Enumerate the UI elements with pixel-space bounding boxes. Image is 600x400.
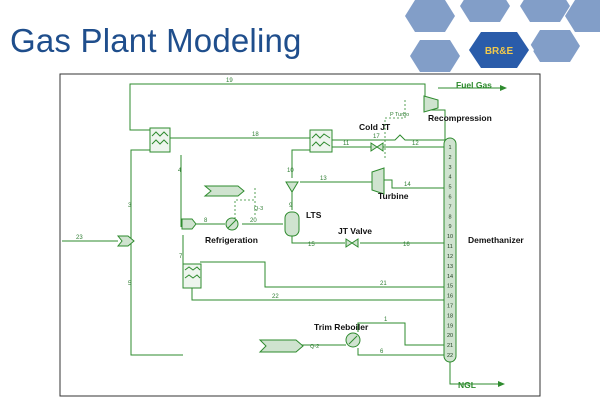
stream-17: [332, 134, 445, 141]
tray-label: 2: [448, 155, 451, 161]
slide-title: Gas Plant Modeling: [10, 22, 302, 59]
tray-label: 9: [448, 224, 451, 230]
tray-label: 14: [447, 274, 453, 280]
svg-text:Fuel Gas: Fuel Gas: [456, 80, 492, 90]
tray-label: 18: [447, 313, 453, 319]
tray-label: 15: [447, 284, 453, 290]
svg-text:Refrigeration: Refrigeration: [205, 235, 258, 245]
svg-text:6: 6: [380, 349, 384, 355]
tray-label: 1: [448, 145, 451, 151]
svg-text:Recompression: Recompression: [428, 113, 492, 123]
tray-label: 6: [448, 195, 451, 201]
cold-jt-valve: [370, 142, 378, 152]
stream-15: [291, 235, 345, 244]
tray-label: 22: [447, 353, 453, 359]
demethanizer-column: [443, 137, 457, 363]
tray-label: 12: [447, 254, 453, 260]
svg-text:10: 10: [287, 168, 294, 174]
turbine-icon: [371, 167, 385, 195]
svg-text:7: 7: [179, 254, 183, 260]
svg-text:P Turbo: P Turbo: [390, 112, 409, 118]
svg-text:20: 20: [250, 218, 257, 224]
svg-text:NGL: NGL: [458, 380, 476, 390]
separator-small: [285, 181, 299, 193]
svg-text:16: 16: [403, 242, 410, 248]
tray-label: 7: [448, 204, 451, 210]
stream-22: [191, 287, 445, 301]
svg-text:Trim Reboiler: Trim Reboiler: [314, 322, 369, 332]
svg-text:3: 3: [128, 203, 132, 209]
svg-text:Q-3: Q-3: [254, 206, 263, 212]
svg-text:8: 8: [204, 218, 208, 224]
stream-5: [130, 241, 183, 356]
svg-text:5: 5: [128, 281, 132, 287]
q2-duty-arrow: [258, 339, 304, 353]
stream-6: [357, 348, 445, 356]
jt-valve: [345, 238, 353, 248]
heat-exchanger-3: [182, 263, 202, 289]
stream-3: [130, 149, 150, 241]
svg-text:11: 11: [343, 141, 350, 147]
svg-text:19: 19: [226, 78, 233, 84]
mixer-8: [181, 218, 197, 230]
heat-exchanger-2: [309, 129, 333, 153]
svg-text:22: 22: [272, 294, 279, 300]
svg-text:23: 23: [76, 235, 83, 241]
lts-vessel: [284, 211, 300, 237]
svg-text:18: 18: [252, 132, 259, 138]
refrigeration-duty-arrow: [203, 185, 245, 197]
tray-label: 20: [447, 333, 453, 339]
stream-10: [291, 149, 312, 178]
svg-text:Turbine: Turbine: [378, 191, 409, 201]
tray-label: 4: [448, 175, 451, 181]
svg-text:Cold JT: Cold JT: [359, 122, 391, 132]
heat-exchanger-1: [149, 127, 171, 153]
recompressor-icon: [423, 95, 439, 113]
tray-label: 8: [448, 214, 451, 220]
tray-label: 16: [447, 294, 453, 300]
tray-label: 17: [447, 303, 453, 309]
stream-21: [200, 261, 445, 288]
inlet-splitter: [116, 235, 135, 247]
svg-text:17: 17: [373, 134, 380, 140]
svg-text:JT Valve: JT Valve: [338, 226, 372, 236]
svg-text:9: 9: [289, 203, 293, 209]
svg-text:1: 1: [384, 317, 388, 323]
svg-text:15: 15: [308, 242, 315, 248]
stream-19: [129, 83, 426, 131]
svg-text:14: 14: [404, 182, 411, 188]
energy-q3: [234, 199, 256, 219]
svg-text:Q-2: Q-2: [310, 344, 319, 350]
stream-ngl: [449, 362, 498, 385]
tray-label: 5: [448, 185, 451, 191]
svg-text:4: 4: [178, 168, 182, 174]
tray-label: 11: [447, 244, 453, 250]
tray-label: 3: [448, 165, 451, 171]
stream-1: [357, 322, 445, 346]
svg-text:13: 13: [320, 176, 327, 182]
svg-text:12: 12: [412, 141, 419, 147]
svg-text:21: 21: [380, 281, 387, 287]
tray-label: 19: [447, 323, 453, 329]
tray-label: 13: [447, 264, 453, 270]
svg-text:Demethanizer: Demethanizer: [468, 235, 524, 245]
energy-p-turbo: [384, 100, 406, 160]
tray-label: 21: [447, 343, 453, 349]
stream-14: [384, 179, 445, 189]
diagram-frame: [59, 73, 541, 397]
tray-label: 10: [447, 234, 453, 240]
svg-text:LTS: LTS: [306, 210, 322, 220]
